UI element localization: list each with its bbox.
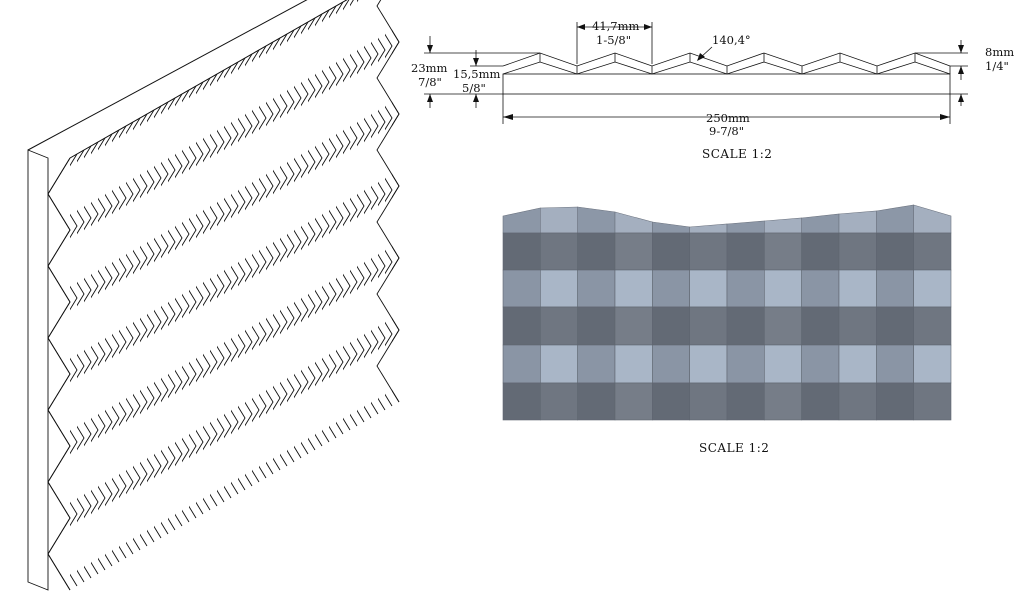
- front-scale-label: SCALE 1:2: [699, 441, 769, 455]
- width-mm: 250mm: [706, 111, 750, 125]
- panel-top-edge: [27, 0, 308, 151]
- pitch-in: 1-5/8": [596, 33, 631, 47]
- tile: [652, 306, 690, 346]
- tile: [801, 382, 840, 421]
- tile: [838, 306, 877, 346]
- tile-top: [540, 206, 578, 234]
- tile: [801, 269, 840, 308]
- profile-facet-lines: [539, 53, 916, 74]
- tile-top: [652, 221, 690, 234]
- tile: [652, 269, 690, 308]
- tile: [689, 382, 728, 421]
- tile-top: [689, 223, 728, 234]
- tile-top: [913, 204, 952, 234]
- tile: [689, 232, 728, 271]
- tile: [689, 306, 728, 346]
- tile-top: [577, 206, 616, 234]
- tile: [913, 344, 952, 384]
- panel-top-ridge: [69, 0, 348, 159]
- panel-back-zigzag: [376, 0, 400, 403]
- tile: [540, 382, 578, 421]
- tile: [577, 232, 616, 271]
- tile: [614, 306, 653, 346]
- tile: [577, 344, 616, 384]
- depth-mm: 8mm: [985, 45, 1014, 59]
- angle-label: 140,4°: [712, 33, 751, 47]
- tile: [502, 382, 541, 421]
- tile: [652, 344, 690, 384]
- tile: [764, 344, 802, 384]
- total-height-mm: 23mm: [411, 61, 448, 75]
- base-height-in: 5/8": [462, 81, 486, 95]
- tile: [502, 344, 541, 384]
- panel-side-edge: [27, 149, 49, 591]
- tile: [764, 269, 802, 308]
- panel-front-zigzag: [47, 157, 71, 591]
- tile: [726, 344, 765, 384]
- depth-in: 1/4": [985, 59, 1009, 73]
- tile: [540, 306, 578, 346]
- tile: [540, 269, 578, 308]
- tile: [764, 306, 802, 346]
- tile: [540, 232, 578, 271]
- tile: [838, 382, 877, 421]
- tile: [726, 232, 765, 271]
- profile-base: [502, 73, 951, 95]
- tile: [614, 269, 653, 308]
- tile: [913, 382, 952, 421]
- tile: [913, 306, 952, 346]
- pitch-mm: 41,7mm: [592, 19, 640, 33]
- tile: [801, 232, 840, 271]
- tile: [913, 232, 952, 271]
- tile: [876, 232, 914, 271]
- tile: [876, 382, 914, 421]
- tile: [838, 232, 877, 271]
- tile: [876, 269, 914, 308]
- tile: [876, 344, 914, 384]
- profile-scale-label: SCALE 1:2: [702, 147, 772, 161]
- tile: [838, 269, 877, 308]
- tile: [913, 269, 952, 308]
- tile-top: [614, 211, 653, 234]
- tile: [689, 344, 728, 384]
- isometric-panel-view: [27, 0, 400, 591]
- tile-top: [764, 217, 802, 234]
- width-in: 9-7/8": [709, 124, 744, 138]
- tile: [726, 306, 765, 346]
- tile-top: [502, 207, 541, 234]
- tile: [614, 232, 653, 271]
- total-height-in: 7/8": [418, 75, 442, 89]
- profile-dimension-drawing: 23mm 7/8" 15,5mm 5/8" 41,7mm 1-5/8" 140,…: [411, 19, 1014, 161]
- tile: [502, 269, 541, 308]
- tile: [838, 344, 877, 384]
- tile-top: [726, 220, 765, 234]
- tile: [801, 344, 840, 384]
- tile: [764, 232, 802, 271]
- tile-top: [838, 210, 877, 234]
- tile: [614, 382, 653, 421]
- tile: [502, 232, 541, 271]
- tile: [577, 382, 616, 421]
- tile: [614, 344, 653, 384]
- tile: [540, 344, 578, 384]
- tile: [652, 382, 690, 421]
- tile: [689, 269, 728, 308]
- tile: [876, 306, 914, 346]
- tile: [764, 382, 802, 421]
- tile-top: [801, 213, 840, 234]
- tile: [577, 306, 616, 346]
- base-height-mm: 15,5mm: [453, 67, 501, 81]
- tile: [502, 306, 541, 346]
- tile: [652, 232, 690, 271]
- tile: [801, 306, 840, 346]
- tile-grid: [502, 204, 952, 421]
- tile-top: [876, 204, 914, 234]
- tile: [726, 382, 765, 421]
- tile: [726, 269, 765, 308]
- tile: [577, 269, 616, 308]
